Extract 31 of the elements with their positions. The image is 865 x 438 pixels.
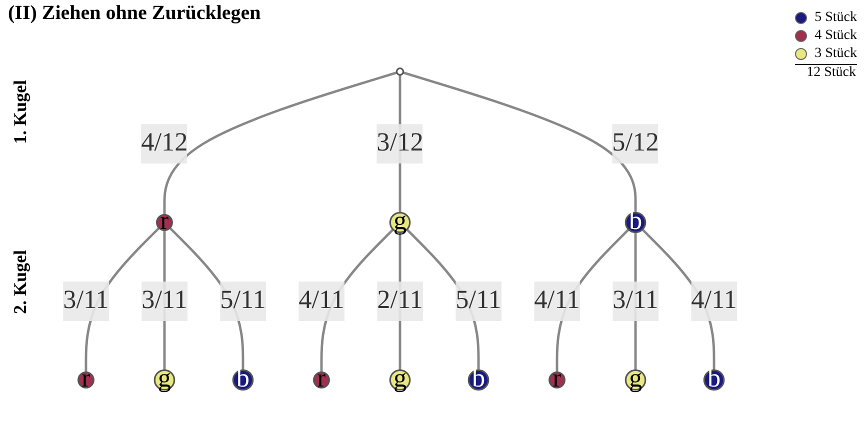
level-label: 2. Kugel [10,250,31,314]
total-label: 12 Stück [794,64,857,81]
edge-label: 5/12 [612,129,659,157]
edge-label: 4/11 [691,286,737,314]
edge-label: 3/12 [376,129,424,157]
edge-label: 4/11 [298,286,344,314]
node-circle: g [624,369,646,391]
node-circle: g [389,212,411,234]
edge-label: 3/11 [142,286,188,314]
edge-label: 3/11 [63,286,109,314]
node-circle: r [78,372,94,388]
node-circle: g [154,369,176,391]
legend-label: 4 Stück [814,28,857,44]
connector [402,71,637,213]
edge-label: 2/11 [377,286,423,314]
node-circle: r [313,372,330,388]
node-circle [396,68,404,76]
edge-label: 5/11 [220,286,266,314]
edge-label: 4/11 [534,286,580,314]
edge-label: 3/11 [612,286,658,314]
title: (II) Ziehen ohne Zurücklegen [8,2,261,25]
level-label: 1. Kugel [10,80,31,144]
node-circle: g [389,369,411,391]
legend-label: 3 Stück [814,46,857,62]
node-circle: r [156,214,173,231]
edge-label: 4/12 [141,129,188,157]
legend-label: 5 Stück [814,10,857,26]
connector [163,71,398,215]
edge-label: 5/11 [456,286,502,314]
node-circle: b [232,369,254,391]
node-circle: r [548,372,566,388]
